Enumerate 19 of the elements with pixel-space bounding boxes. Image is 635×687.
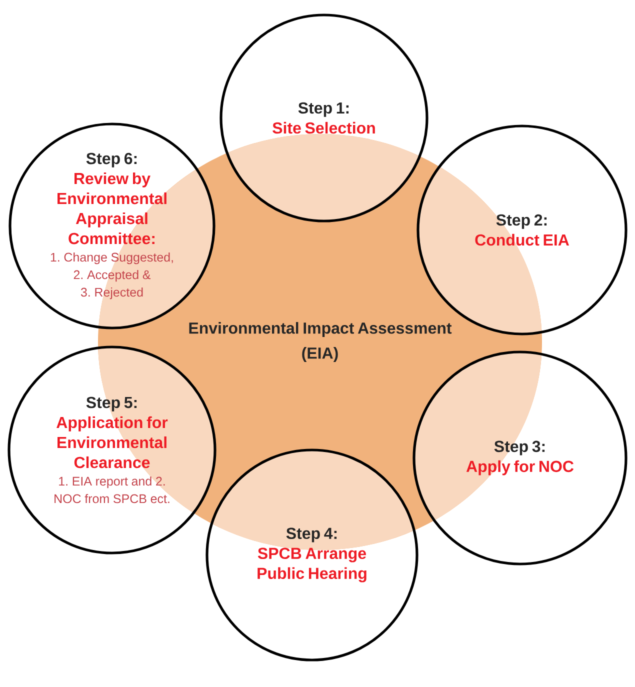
step-heading: Step 3: (494, 440, 545, 456)
step-heading: Step 4: (286, 528, 337, 542)
step-circle (220, 14, 428, 222)
step-heading: Step 5: (86, 396, 137, 412)
step-heading: Step 1: (298, 102, 349, 117)
step-title: Application for Environmental Clearance (56, 416, 168, 468)
step-title: Conduct EIA (475, 234, 570, 246)
step-title: Apply for NOC (466, 460, 574, 476)
step-circle (8, 346, 216, 554)
step-heading: Step 6: (86, 152, 137, 168)
step-details: 1. EIA report and 2. NOC from SPCB ect. (54, 476, 170, 504)
step-title: Review by Environmental Appraisal Committee: (58, 172, 166, 244)
step-details: 1. Change Suggested, 2. Accepted & 3. Rejected (50, 252, 173, 300)
center-title: Environmental Impact Assessment (EIA) (189, 322, 452, 362)
step-heading: Step 2: (496, 214, 547, 229)
step-title: Site Selection (272, 122, 375, 134)
step-circle (206, 448, 418, 662)
step-circle (412, 350, 628, 566)
step-title: SPCB Arrange Public Hearing (258, 548, 366, 582)
